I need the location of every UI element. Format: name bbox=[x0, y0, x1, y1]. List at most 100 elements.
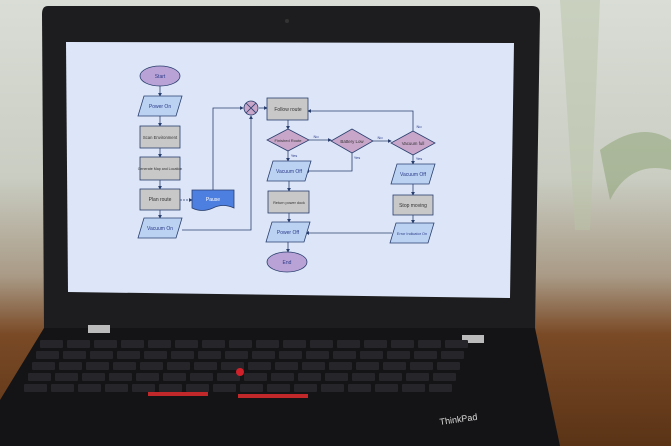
keyboard-key[interactable] bbox=[225, 351, 248, 359]
trackpad-button-left[interactable] bbox=[148, 392, 208, 396]
keyboard-key[interactable] bbox=[333, 351, 356, 359]
node-vacuum-off-left[interactable] bbox=[266, 160, 312, 182]
keyboard-key[interactable] bbox=[348, 384, 371, 392]
keyboard-key[interactable] bbox=[132, 384, 155, 392]
keyboard-key[interactable] bbox=[28, 373, 51, 381]
keyboard-key[interactable] bbox=[360, 351, 383, 359]
keyboard-key[interactable] bbox=[248, 362, 271, 370]
keyboard-key[interactable] bbox=[275, 362, 298, 370]
keyboard-key[interactable] bbox=[356, 362, 379, 370]
keyboard-key[interactable] bbox=[40, 340, 63, 348]
node-plan-route[interactable] bbox=[139, 188, 181, 211]
keyboard-key[interactable] bbox=[445, 340, 468, 348]
keyboard-key[interactable] bbox=[63, 351, 86, 359]
keyboard-key[interactable] bbox=[306, 351, 329, 359]
keyboard-key[interactable] bbox=[298, 373, 321, 381]
keyboard-key[interactable] bbox=[171, 351, 194, 359]
keyboard-key[interactable] bbox=[198, 351, 221, 359]
node-stop-moving[interactable] bbox=[392, 194, 434, 216]
keyboard-key[interactable] bbox=[329, 362, 352, 370]
keyboard-key[interactable] bbox=[433, 373, 456, 381]
node-power-off[interactable] bbox=[265, 221, 311, 243]
keyboard-key[interactable] bbox=[59, 362, 82, 370]
keyboard-key[interactable] bbox=[375, 384, 398, 392]
keyboard-key[interactable] bbox=[163, 373, 186, 381]
node-vacuum-full[interactable] bbox=[390, 130, 436, 156]
keyboard-key[interactable] bbox=[418, 340, 441, 348]
node-return-dock[interactable] bbox=[267, 190, 310, 214]
keyboard-key[interactable] bbox=[32, 362, 55, 370]
keyboard-key[interactable] bbox=[140, 362, 163, 370]
keyboard-key[interactable] bbox=[159, 384, 182, 392]
keyboard-key[interactable] bbox=[202, 340, 225, 348]
trackpad-button-right[interactable] bbox=[238, 394, 308, 398]
node-follow-route[interactable] bbox=[266, 97, 309, 121]
keyboard-key[interactable] bbox=[294, 384, 317, 392]
keyboard-key[interactable] bbox=[267, 384, 290, 392]
keyboard-key[interactable] bbox=[55, 373, 78, 381]
keyboard-key[interactable] bbox=[105, 384, 128, 392]
node-finished-route[interactable] bbox=[266, 128, 310, 152]
node-vacuum-on[interactable] bbox=[137, 217, 183, 239]
node-vacuum-off-right[interactable] bbox=[390, 163, 436, 185]
keyboard-key[interactable] bbox=[364, 340, 387, 348]
keyboard-key[interactable] bbox=[82, 373, 105, 381]
node-start[interactable] bbox=[139, 65, 181, 87]
keyboard-key[interactable] bbox=[414, 351, 437, 359]
keyboard-key[interactable] bbox=[186, 384, 209, 392]
keyboard-key[interactable] bbox=[337, 340, 360, 348]
keyboard-key[interactable] bbox=[221, 362, 244, 370]
keyboard-key[interactable] bbox=[240, 384, 263, 392]
keyboard-key[interactable] bbox=[148, 340, 171, 348]
keyboard-key[interactable] bbox=[410, 362, 433, 370]
keyboard-key[interactable] bbox=[194, 362, 217, 370]
keyboard-key[interactable] bbox=[279, 351, 302, 359]
keyboard-key[interactable] bbox=[244, 373, 267, 381]
node-end[interactable] bbox=[266, 251, 308, 273]
keyboard-key[interactable] bbox=[144, 351, 167, 359]
keyboard-key[interactable] bbox=[437, 362, 460, 370]
keyboard-key[interactable] bbox=[121, 340, 144, 348]
keyboard-key[interactable] bbox=[406, 373, 429, 381]
keyboard-key[interactable] bbox=[113, 362, 136, 370]
node-error-indicator[interactable] bbox=[389, 222, 435, 244]
keyboard-key[interactable] bbox=[167, 362, 190, 370]
node-pause[interactable] bbox=[191, 189, 235, 211]
keyboard-key[interactable] bbox=[109, 373, 132, 381]
keyboard-key[interactable] bbox=[402, 384, 425, 392]
keyboard-key[interactable] bbox=[51, 384, 74, 392]
keyboard-key[interactable] bbox=[321, 384, 344, 392]
keyboard-key[interactable] bbox=[387, 351, 410, 359]
keyboard-key[interactable] bbox=[36, 351, 59, 359]
keyboard-key[interactable] bbox=[271, 373, 294, 381]
node-generate-map[interactable] bbox=[139, 156, 181, 181]
keyboard-key[interactable] bbox=[391, 340, 414, 348]
keyboard-key[interactable] bbox=[175, 340, 198, 348]
keyboard-key[interactable] bbox=[136, 373, 159, 381]
keyboard-key[interactable] bbox=[310, 340, 333, 348]
keyboard-key[interactable] bbox=[441, 351, 464, 359]
keyboard-key[interactable] bbox=[213, 384, 236, 392]
node-scan-environment[interactable] bbox=[139, 125, 181, 149]
keyboard-key[interactable] bbox=[302, 362, 325, 370]
keyboard-key[interactable] bbox=[67, 340, 90, 348]
keyboard-key[interactable] bbox=[86, 362, 109, 370]
keyboard-key[interactable] bbox=[379, 373, 402, 381]
keyboard-key[interactable] bbox=[352, 373, 375, 381]
keyboard-key[interactable] bbox=[252, 351, 275, 359]
keyboard-key[interactable] bbox=[229, 340, 252, 348]
keyboard-key[interactable] bbox=[90, 351, 113, 359]
keyboard-key[interactable] bbox=[190, 373, 213, 381]
keyboard-key[interactable] bbox=[24, 384, 47, 392]
keyboard-key[interactable] bbox=[94, 340, 117, 348]
node-battery-low[interactable] bbox=[330, 128, 374, 154]
keyboard-key[interactable] bbox=[283, 340, 306, 348]
keyboard-key[interactable] bbox=[429, 384, 452, 392]
keyboard-key[interactable] bbox=[325, 373, 348, 381]
node-power-on[interactable] bbox=[137, 95, 183, 117]
keyboard-key[interactable] bbox=[117, 351, 140, 359]
keyboard-key[interactable] bbox=[78, 384, 101, 392]
keyboard-key[interactable] bbox=[217, 373, 240, 381]
keyboard-key[interactable] bbox=[256, 340, 279, 348]
keyboard-key[interactable] bbox=[383, 362, 406, 370]
